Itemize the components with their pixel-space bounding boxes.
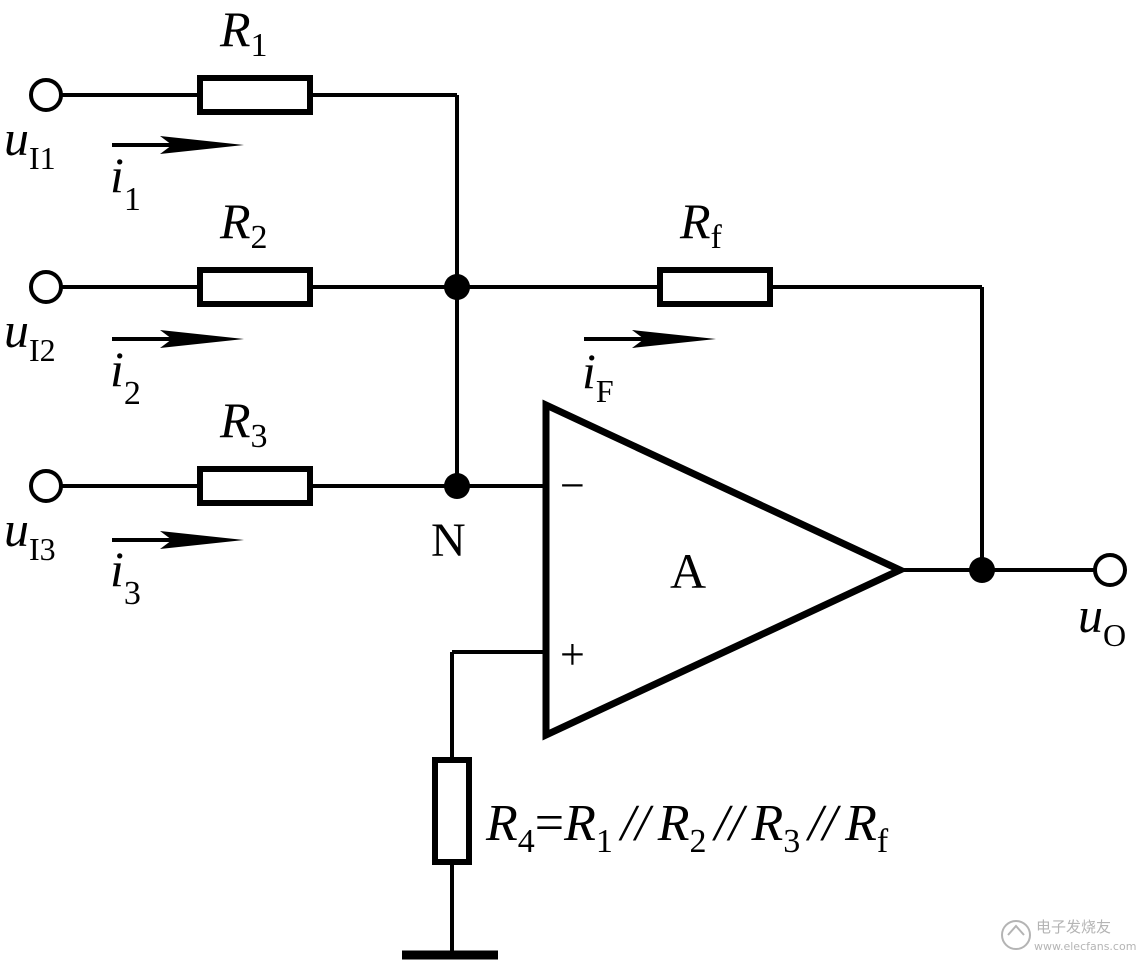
label-r3: R3: [219, 392, 268, 455]
terminal-ui2: [29, 270, 63, 304]
label-node-n: N: [431, 514, 466, 567]
label-ui2: uI2: [4, 302, 56, 368]
junction-dot: [444, 274, 470, 300]
terminal-ui3: [29, 469, 63, 503]
opamp-minus: −: [560, 461, 585, 510]
resistor-rf: [657, 267, 773, 307]
watermark: 电子发烧友 www.elecfans.com: [1001, 918, 1136, 953]
label-uo: uO: [1078, 587, 1126, 653]
label-ui1: uI1: [4, 110, 56, 176]
opamp-label: A: [670, 543, 706, 599]
current-arrows: [112, 136, 716, 549]
junction-dot-n: [444, 473, 470, 499]
opamp-triangle: [542, 399, 909, 741]
r4-equation: R4=R1//R2//R3//Rf: [485, 795, 889, 860]
label-i3: i3: [110, 541, 141, 612]
label-rf: Rf: [679, 193, 723, 256]
watermark-url: www.elecfans.com: [1034, 940, 1136, 953]
resistor-r4: [432, 757, 472, 865]
opamp-plus: +: [560, 630, 585, 679]
resistor-r2: [197, 267, 313, 307]
ground-branch: [402, 650, 546, 960]
label-i2: i2: [110, 341, 141, 412]
terminal-uo: [1093, 553, 1127, 587]
feedback-wires: [770, 285, 1095, 572]
junction-dot-out: [969, 557, 995, 583]
label-ui3: uI3: [4, 501, 56, 567]
terminal-ui1: [29, 78, 63, 112]
watermark-cn: 电子发烧友: [1036, 918, 1111, 936]
label-r1: R1: [219, 1, 268, 64]
label-r2: R2: [219, 193, 268, 256]
label-i1: i1: [110, 147, 141, 218]
watermark-logo-icon: [1001, 920, 1031, 950]
resistor-r1: [197, 75, 313, 115]
label-if: iF: [582, 343, 614, 409]
resistor-r3: [197, 466, 313, 506]
